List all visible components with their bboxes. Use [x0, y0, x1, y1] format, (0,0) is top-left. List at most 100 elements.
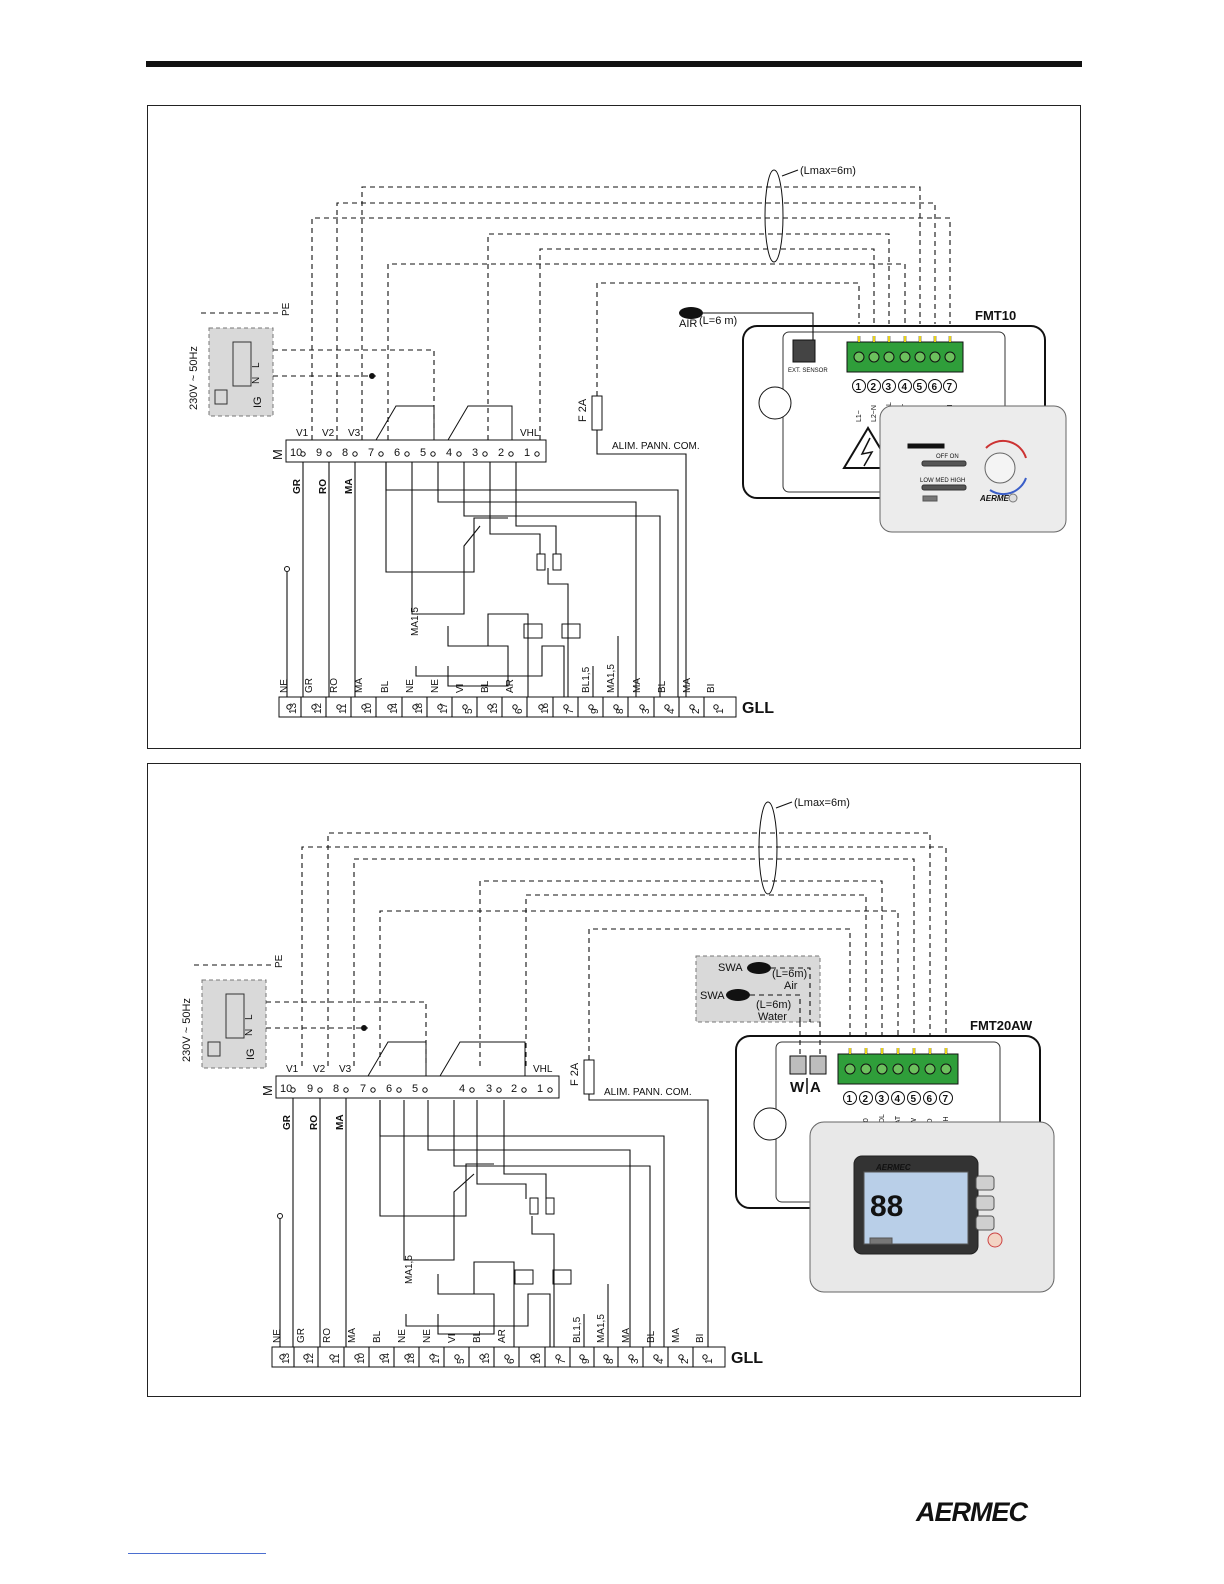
pe-label: PE — [281, 302, 292, 316]
face-button — [975, 1175, 995, 1191]
gll-label: GLL — [742, 700, 774, 717]
control-cable-wire — [379, 910, 899, 1066]
motor-terminal-screw — [290, 1087, 296, 1093]
motor-terminal-number: 5 — [412, 1083, 418, 1095]
thermostat-terminal-number-circle — [939, 1091, 953, 1105]
thermostat-terminal-number: 6 — [927, 1094, 933, 1105]
gll-terminal-number: 10 — [363, 702, 374, 714]
fuse-label: F 2A — [577, 398, 589, 422]
control-cable-wire — [487, 233, 890, 440]
internal-wire — [489, 462, 541, 554]
motor-terminal-number: 7 — [368, 447, 374, 459]
gll-terminal-screw — [504, 1354, 510, 1360]
gll-terminal-screw — [286, 704, 292, 710]
face-button — [975, 1195, 995, 1211]
internal-wire — [437, 462, 637, 697]
relay-coil — [561, 623, 581, 639]
live-feed-wire — [273, 349, 435, 430]
swa-air-probe — [747, 962, 771, 974]
gll-terminal-number: 4 — [666, 708, 677, 714]
gll-terminal-screw — [538, 704, 544, 710]
swa-water-cable — [750, 994, 801, 1022]
relay-coil — [523, 623, 543, 639]
junction-dot — [369, 373, 375, 379]
swa-air-label: SWA — [718, 962, 743, 974]
gll-terminal-screw — [336, 704, 342, 710]
valve-vhl-label: VHL — [533, 1064, 553, 1075]
gll-terminal-screw — [603, 1354, 609, 1360]
thermostat-terminal-screw — [853, 351, 865, 363]
motor-terminal-screw — [508, 451, 514, 457]
motor-terminal-screw — [422, 1087, 428, 1093]
motor-terminal-number: 3 — [472, 447, 478, 459]
gll-label: GLL — [731, 1350, 763, 1367]
motor-label: M — [270, 449, 285, 460]
motor-terminal-screw — [352, 451, 358, 457]
internal-wire — [547, 568, 569, 697]
gll-terminal-screw — [563, 704, 569, 710]
motor-terminal-screw — [404, 451, 410, 457]
gll-terminal-screw — [664, 704, 670, 710]
internal-wire — [463, 462, 661, 697]
internal-wire — [453, 1100, 651, 1347]
mounting-hole — [753, 1107, 787, 1141]
gll-terminal-number: 8 — [605, 1358, 616, 1364]
relay-coil — [514, 1269, 534, 1285]
supply-voltage-label: 230V ~ 50Hz — [181, 998, 193, 1062]
gll-wire-colour: BL — [380, 680, 391, 693]
gll-terminal-number: 12 — [305, 1352, 316, 1364]
control-cable-wire — [336, 202, 936, 440]
face-button — [975, 1215, 995, 1231]
bridge-wire — [439, 1041, 526, 1077]
internal-wire — [437, 1293, 495, 1335]
thermostat-terminal-number-circle — [913, 379, 927, 393]
face-lcd-digits: 88 — [870, 1190, 903, 1223]
internal-wire — [427, 1100, 631, 1347]
gll-terminal-screw — [653, 1354, 659, 1360]
motor-terminal-number: 9 — [307, 1083, 313, 1095]
neutral-label: N — [244, 1029, 255, 1036]
gll-terminal-screw — [479, 1354, 485, 1360]
swa-water-length: (L=6m) — [756, 999, 791, 1011]
thermostat-model-label: FMT10 — [975, 308, 1016, 323]
motor-terminal-strip — [285, 439, 547, 463]
thermostat-terminal-number-circle — [928, 379, 942, 393]
motor-terminal-number: 8 — [342, 447, 348, 459]
panel-feed-label: ALIM. PANN. COM. — [612, 441, 700, 452]
thermostat-terminal-screw — [899, 351, 911, 363]
swa-air-length: (L=6m) — [772, 968, 807, 980]
gll-wire-colour: MA — [682, 678, 693, 693]
motor-terminal-number: 3 — [486, 1083, 492, 1095]
motor-terminal-screw — [521, 1087, 527, 1093]
sensor-port-w — [789, 1055, 807, 1075]
thermostat-terminal-screw — [883, 351, 895, 363]
face-setpoint-knob — [984, 452, 1016, 484]
thermostat-terminal-number: 7 — [943, 1094, 949, 1105]
control-cable-wire — [361, 186, 921, 440]
motor-terminal-number: 9 — [316, 447, 322, 459]
cable-note-leader — [781, 169, 799, 177]
relay-coil — [552, 1269, 572, 1285]
motor-wire-colour: GR — [292, 478, 303, 494]
swa-air-cable — [771, 967, 811, 1022]
face-brand-label: AERMEC — [875, 1163, 911, 1172]
motor-terminal-number: 8 — [333, 1083, 339, 1095]
face-vent-slot — [869, 1237, 893, 1245]
gll-terminal-screw — [311, 704, 317, 710]
face-speed-slider — [921, 484, 967, 491]
gll-terminal-number: 11 — [331, 1353, 342, 1364]
thermostat-terminal-number-circle — [843, 1091, 857, 1105]
live-label: L — [251, 362, 262, 368]
gll-terminal-number: 2 — [691, 708, 702, 714]
internal-wire — [405, 1293, 551, 1347]
gll-terminal-number: 10 — [356, 1352, 367, 1364]
gll-wire-colour: MA — [671, 1328, 682, 1343]
motor-terminal-screw — [547, 1087, 553, 1093]
gll-terminal-number: 18 — [406, 1352, 417, 1364]
gll-terminal-block — [271, 1346, 726, 1368]
control-cable-wire — [387, 263, 906, 440]
pe-label: PE — [274, 954, 285, 968]
gll-terminal-number: 15 — [489, 702, 500, 714]
gll-terminal-screw — [512, 704, 518, 710]
